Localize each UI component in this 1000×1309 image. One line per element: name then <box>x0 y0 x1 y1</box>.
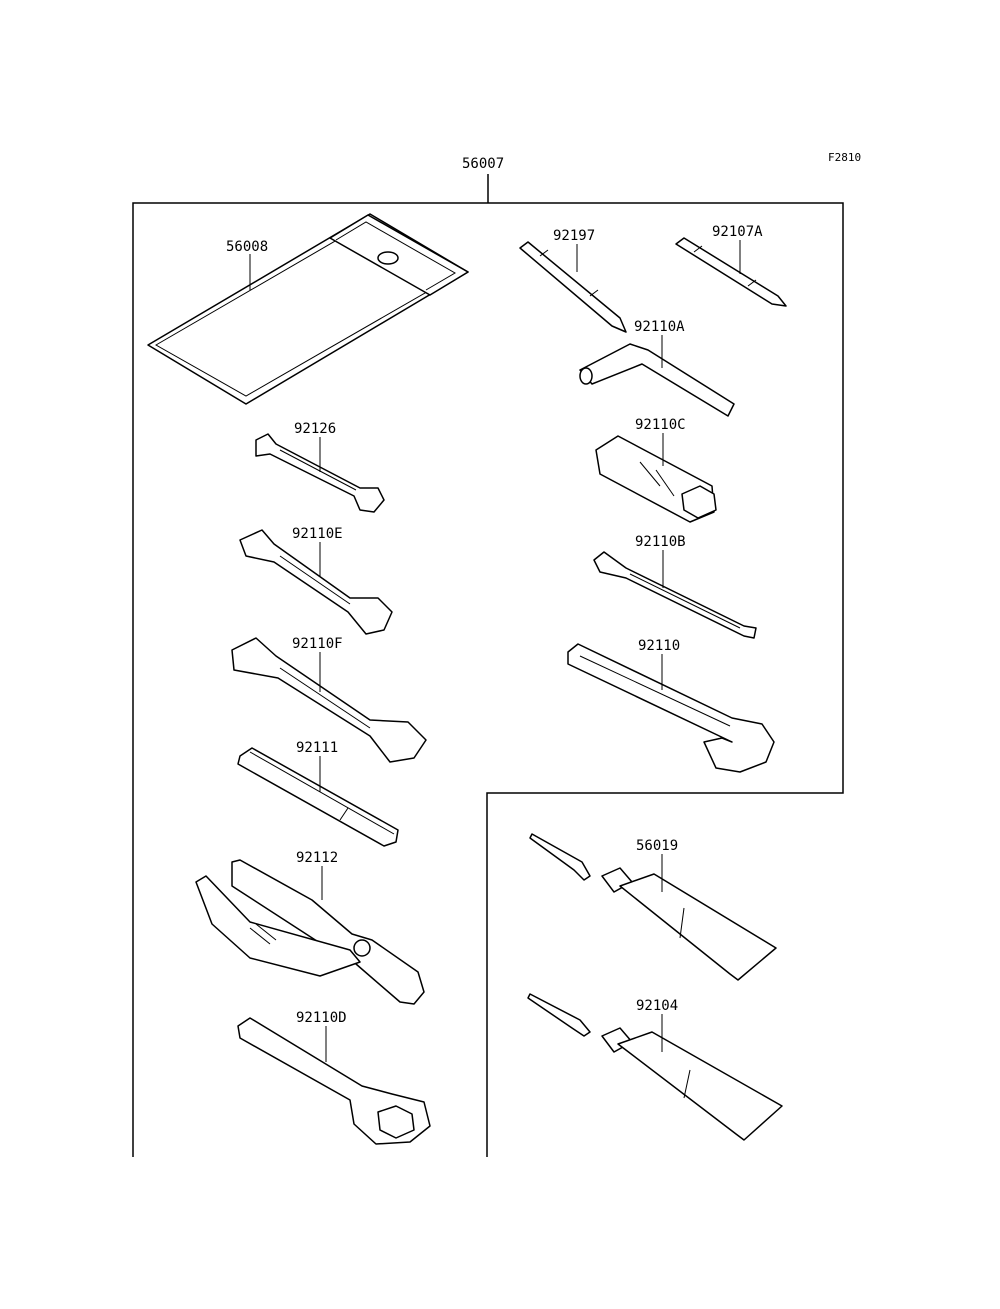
label-92110E[interactable]: 92110E <box>292 526 343 542</box>
label-92110[interactable]: 92110 <box>638 638 680 654</box>
tool-bag[interactable] <box>147 213 469 405</box>
spark-plug-wrench[interactable] <box>595 435 717 523</box>
screwdriver-handle[interactable] <box>593 551 757 639</box>
pliers[interactable] <box>195 859 425 1005</box>
label-92110C[interactable]: 92110C <box>635 417 686 433</box>
label-92110D[interactable]: 92110D <box>296 1010 347 1026</box>
label-92126[interactable]: 92126 <box>294 421 336 437</box>
screwdriver-bit[interactable] <box>519 241 627 333</box>
extension-bar[interactable] <box>237 747 399 847</box>
hex-key[interactable] <box>579 343 735 417</box>
label-92197[interactable]: 92197 <box>553 228 595 244</box>
screwdriver-bit-a[interactable] <box>675 237 787 307</box>
label-92104[interactable]: 92104 <box>636 998 678 1014</box>
open-end-wrench-f[interactable] <box>231 637 427 763</box>
grease-tube-2[interactable] <box>527 993 783 1141</box>
label-92110B[interactable]: 92110B <box>635 534 686 550</box>
grease-tube[interactable] <box>529 833 777 981</box>
open-end-wrench-e[interactable] <box>239 529 393 635</box>
small-wrench[interactable] <box>255 433 385 513</box>
large-wrench[interactable] <box>567 643 775 773</box>
assembly-outline <box>132 202 844 1157</box>
label-92111[interactable]: 92111 <box>296 740 338 756</box>
label-56008[interactable]: 56008 <box>226 239 268 255</box>
label-92112[interactable]: 92112 <box>296 850 338 866</box>
label-92110A[interactable]: 92110A <box>634 319 685 335</box>
label-92110F[interactable]: 92110F <box>292 636 343 652</box>
box-wrench[interactable] <box>237 1017 431 1145</box>
label-92107A[interactable]: 92107A <box>712 224 763 240</box>
label-56019[interactable]: 56019 <box>636 838 678 854</box>
figure-code: F2810 <box>828 151 861 164</box>
assembly-label: 56007 <box>462 156 504 172</box>
